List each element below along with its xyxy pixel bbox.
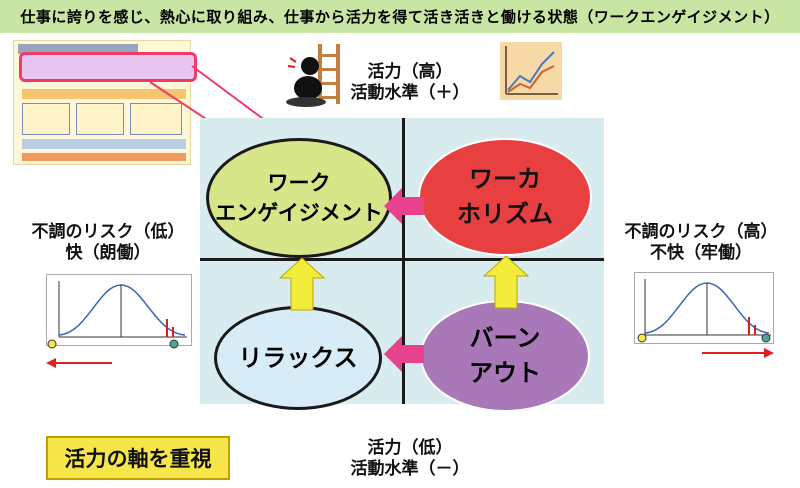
thumbnail-row: [22, 139, 186, 149]
chart-endpoint-markers-left: [47, 339, 179, 349]
quadrant-relax: リラックス: [214, 306, 382, 410]
quadrant-label: リラックス: [238, 343, 358, 372]
thumbnail-box: [130, 103, 182, 135]
rising-graph-icon: [500, 42, 562, 100]
axis-label-high-line1: 活力（高）: [367, 62, 453, 82]
axis-label-low: 活力（低） 活動水準（－）: [340, 438, 480, 481]
thumbnail-header-bar: [18, 44, 138, 54]
axis-label-left: 不調のリスク（低） 快（朗働）: [28, 222, 188, 265]
axis-label-left-line2: 快（朗働）: [65, 243, 151, 264]
quadrant-work-engagement: ワーク エンゲイジメント: [206, 138, 392, 258]
chart-endpoint-markers-right: [637, 333, 771, 343]
quadrant-label: ワーカ: [469, 165, 541, 194]
thumbnail-box: [22, 103, 70, 135]
thumbnail-row: [22, 153, 186, 161]
thumbnail-row: [22, 89, 186, 99]
quadrant-label: エンゲイジメント: [215, 201, 383, 225]
horizontal-axis: [200, 258, 604, 261]
arrow-left-bottom: [384, 336, 424, 372]
risk-distribution-chart-left: [46, 274, 192, 346]
quadrant-label: ワーク: [267, 170, 331, 195]
axis-label-right-line2: 不快（牢働）: [650, 243, 752, 264]
document-thumbnail: [13, 40, 191, 165]
quadrant-burnout: バーン アウト: [420, 300, 590, 412]
axis-label-high-line2: 活動水準（＋）: [350, 83, 470, 104]
axis-label-left-line1: 不調のリスク（低）: [31, 222, 185, 242]
thumbnail-box: [76, 103, 124, 135]
arrow-left-top: [384, 188, 424, 224]
axis-label-low-line2: 活動水準（－）: [350, 459, 470, 480]
axis-label-high: 活力（高） 活動水準（＋）: [340, 62, 480, 105]
quadrant-label: アウト: [469, 359, 541, 387]
quadrant-label: ホリズム: [457, 200, 553, 228]
vertical-axis: [402, 118, 405, 404]
axis-label-right: 不調のリスク（高） 不快（牢働）: [616, 222, 786, 265]
risk-distribution-chart-right: [634, 272, 774, 344]
ladder-climber-icon: [286, 44, 340, 107]
red-arrow-right: [702, 348, 774, 358]
quadrant-label: バーン: [469, 324, 541, 353]
red-arrow-left: [46, 358, 112, 368]
thumbnail-highlight: [19, 52, 197, 82]
page-title: 仕事に誇りを感じ、熱心に取り組み、仕事から活力を得て活き活きと働ける状態（ワーク…: [0, 0, 800, 33]
axis-label-right-line1: 不調のリスク（高）: [624, 222, 778, 242]
focus-badge: 活力の軸を重視: [46, 436, 230, 480]
quadrant-workaholism: ワーカ ホリズム: [418, 138, 592, 256]
arrow-up-right: [482, 255, 530, 309]
arrow-up-left: [278, 257, 326, 311]
axis-label-low-line1: 活力（低）: [367, 438, 453, 458]
